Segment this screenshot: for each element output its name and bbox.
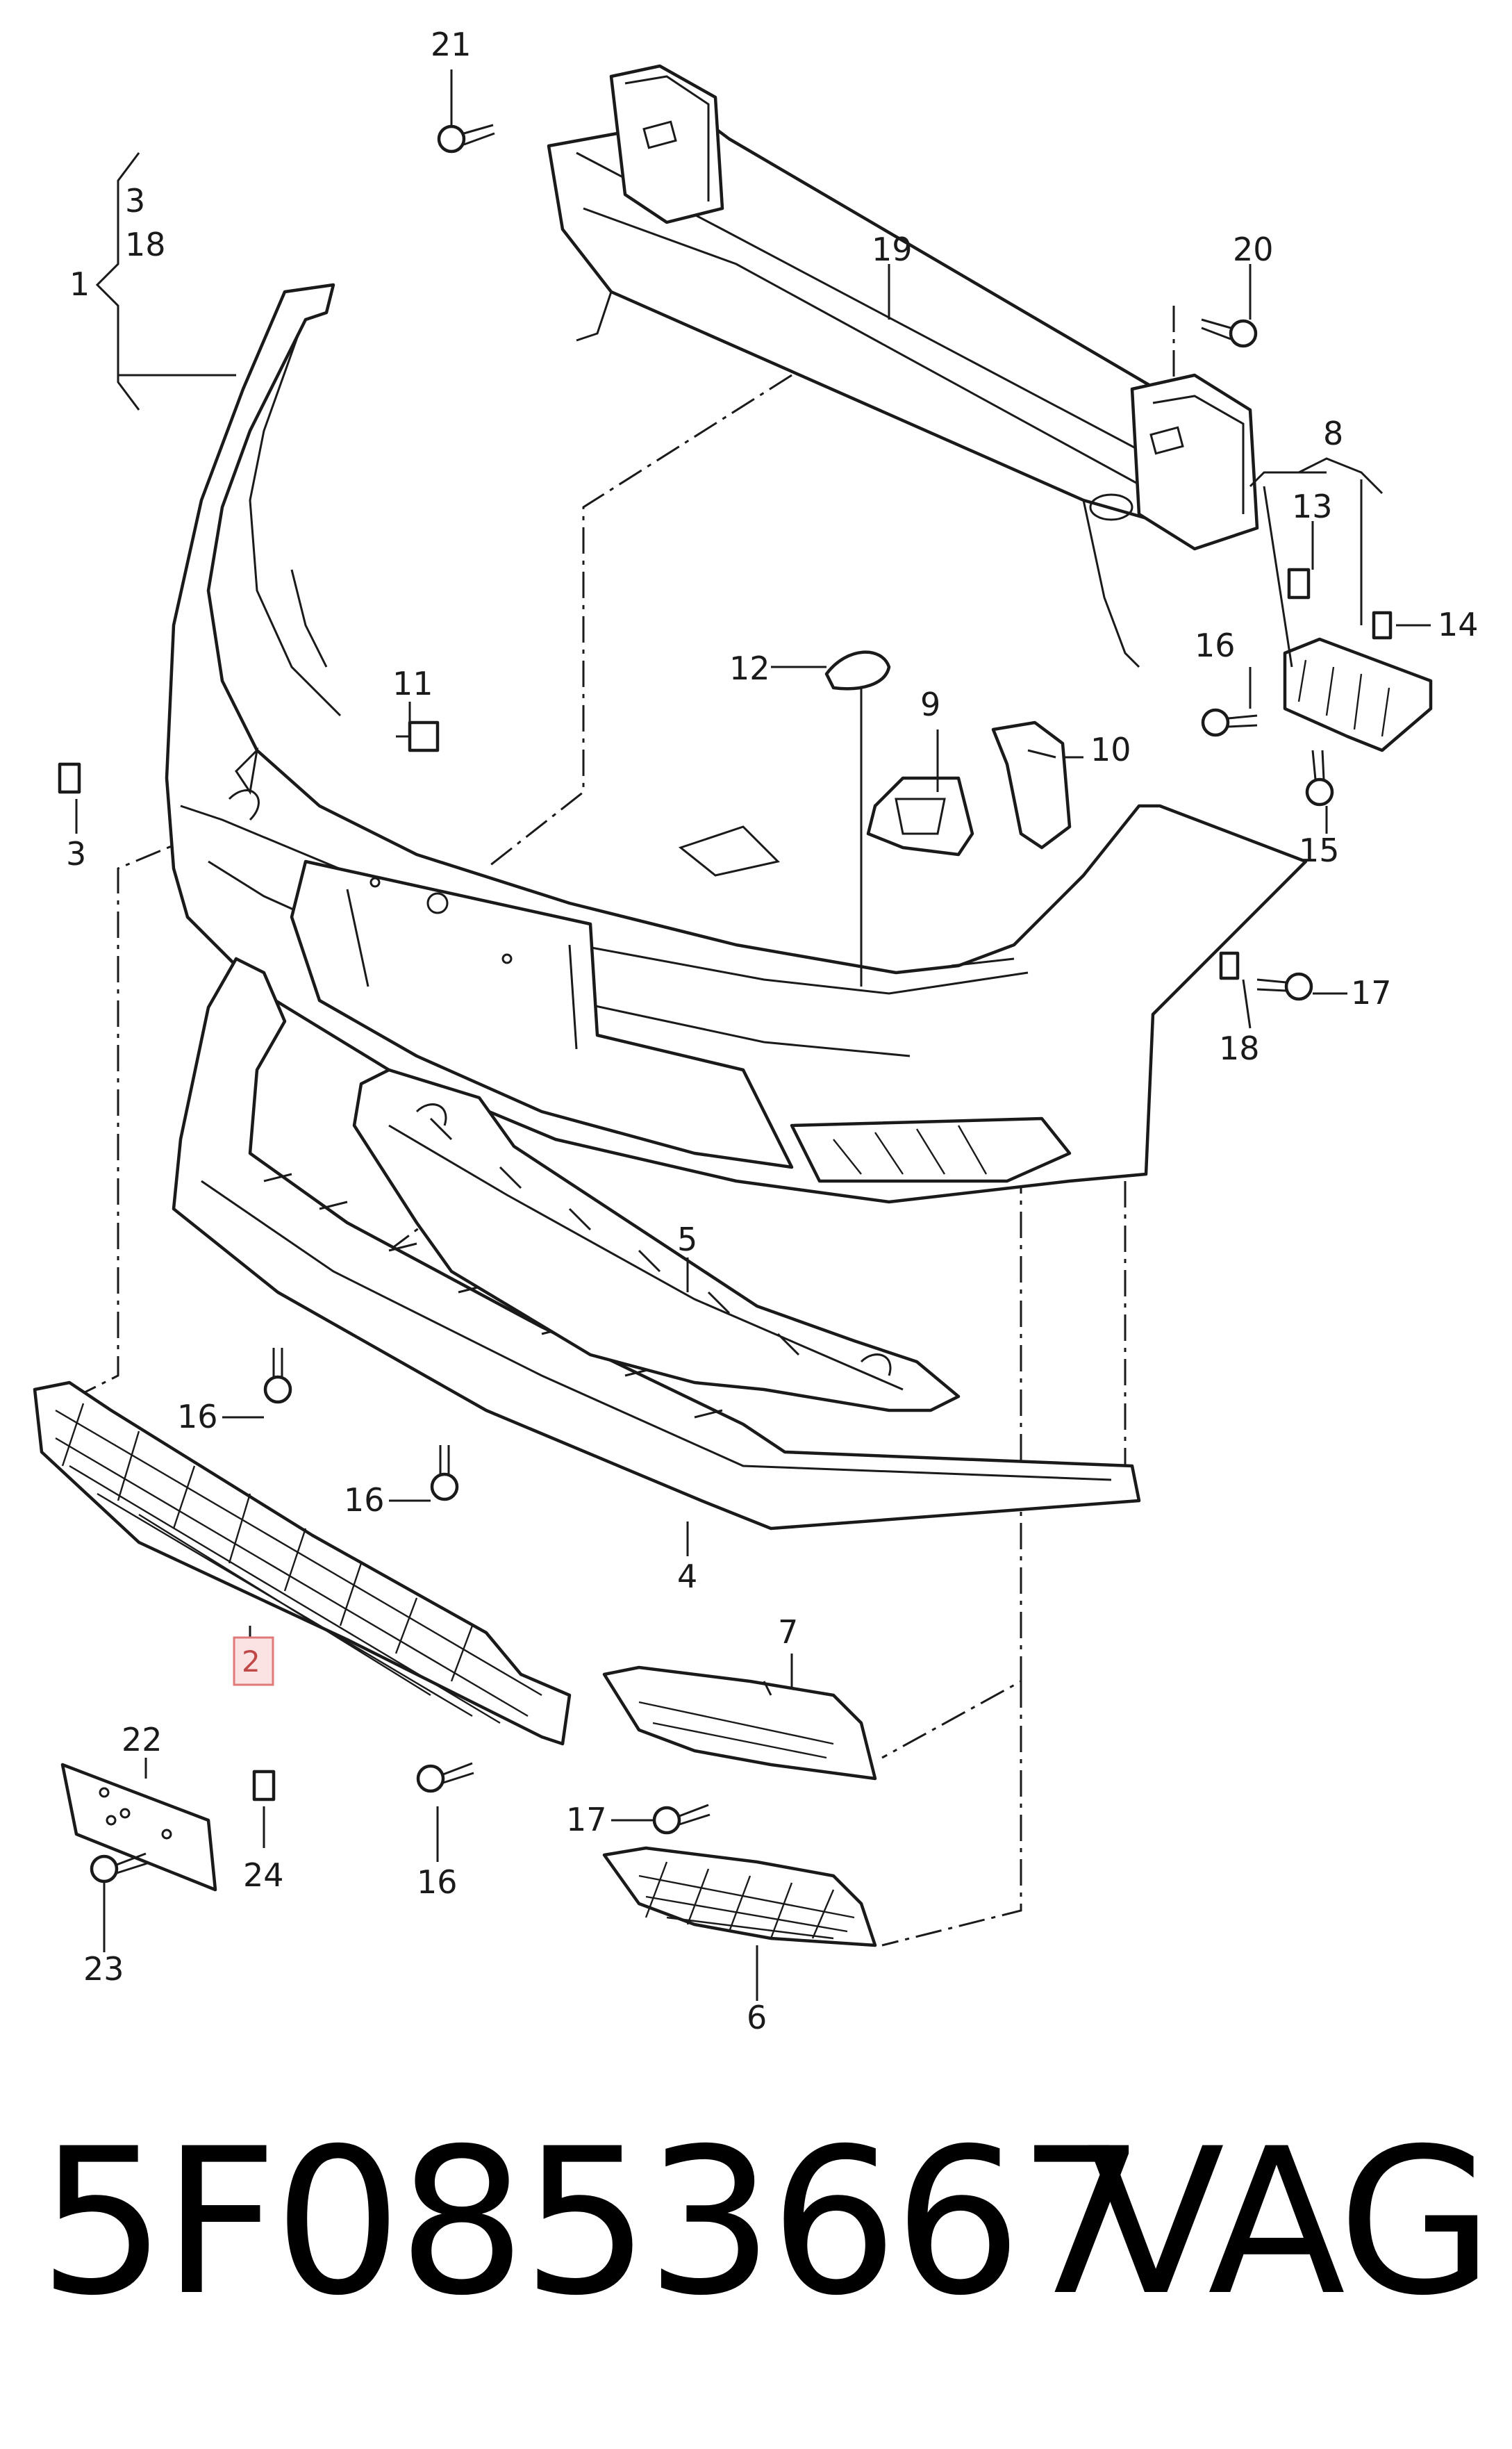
side-grille-part xyxy=(602,1846,877,1947)
brand-label: VAG xyxy=(1087,2106,1494,2340)
callout-8: 8 xyxy=(1323,415,1343,452)
callout-5: 5 xyxy=(677,1221,697,1258)
highlighted-callout-2: 2 xyxy=(233,1636,274,1686)
callout-10: 10 xyxy=(1090,731,1131,768)
callout-3-top: 3 xyxy=(125,182,145,220)
callout-2-label: 2 xyxy=(242,1644,260,1679)
bumper-cover-part xyxy=(165,283,1308,1204)
inner-bracket-part xyxy=(352,1068,961,1412)
callout-7: 7 xyxy=(778,1613,798,1651)
center-grille-part xyxy=(33,1380,572,1746)
callout-22: 22 xyxy=(122,1721,163,1758)
footer: 5F0853667 VAG xyxy=(38,2112,1497,2334)
callout-16-center: 16 xyxy=(344,1481,385,1519)
callout-17-right: 17 xyxy=(1351,974,1392,1012)
impact-beam-part xyxy=(547,64,1259,668)
callout-15: 15 xyxy=(1299,832,1340,869)
callout-14: 14 xyxy=(1438,606,1479,643)
callout-16-left: 16 xyxy=(177,1398,218,1435)
callout-3-left: 3 xyxy=(66,835,86,873)
callout-13: 13 xyxy=(1292,488,1333,525)
callout-16-right: 16 xyxy=(1195,627,1236,664)
washer-cap-part xyxy=(824,650,891,691)
callout-6: 6 xyxy=(747,1999,767,2036)
callout-18-top: 18 xyxy=(125,226,166,263)
lower-spoiler-part xyxy=(172,957,1141,1531)
callout-21: 21 xyxy=(431,26,472,63)
callout-20: 20 xyxy=(1233,231,1274,268)
callout-18-right: 18 xyxy=(1219,1030,1260,1067)
callout-labels: 21 3 18 1 19 20 8 13 14 16 15 11 12 9 10… xyxy=(66,26,1479,2036)
callout-1: 1 xyxy=(69,265,90,303)
callout-19: 19 xyxy=(872,231,913,268)
callout-4: 4 xyxy=(677,1558,697,1595)
fasteners xyxy=(58,124,1393,1883)
callout-24: 24 xyxy=(243,1856,284,1894)
callout-12: 12 xyxy=(729,650,770,687)
callout-17-bottom: 17 xyxy=(566,1801,607,1838)
callout-11: 11 xyxy=(392,665,433,702)
callout-16-bottom: 16 xyxy=(417,1863,458,1901)
callout-9: 9 xyxy=(920,686,940,723)
licence-plate-bracket-part xyxy=(60,1763,217,1892)
part-number: 5F0853667 xyxy=(38,2106,1146,2340)
side-bracket-part xyxy=(1283,637,1433,752)
side-grille-frame-part xyxy=(602,1665,877,1781)
leader-lines xyxy=(75,69,1431,2001)
washer-bracket-part xyxy=(866,720,1072,857)
callout-23: 23 xyxy=(83,1950,124,1988)
